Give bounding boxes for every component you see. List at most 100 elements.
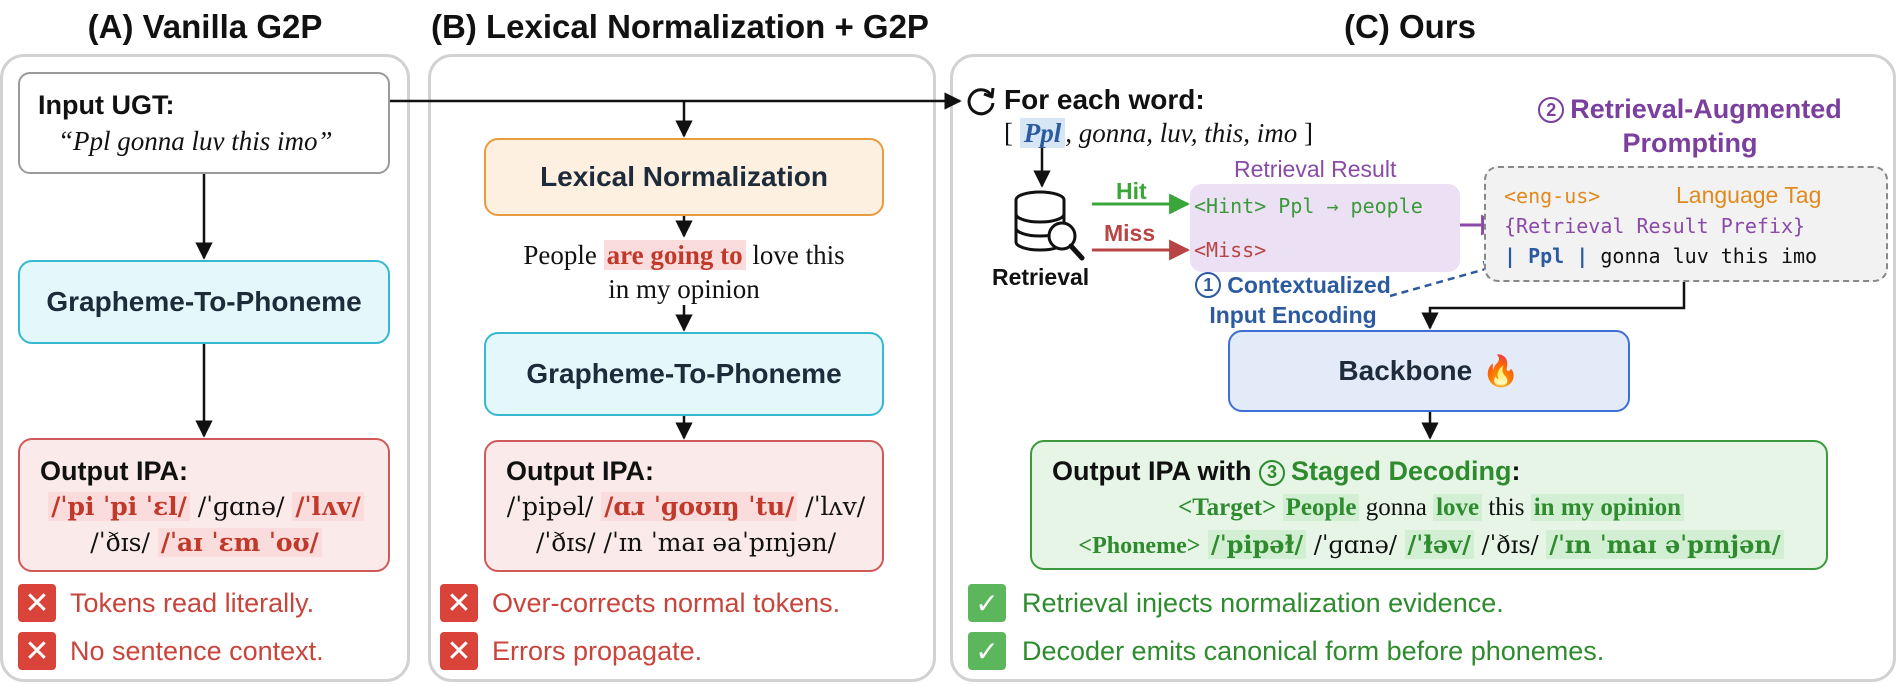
cross-icon: ✕ [440,632,478,670]
out-colon: : [1511,456,1521,486]
step-2-badge: 2 [1538,97,1565,123]
step-1-badge: 1 [1195,272,1222,298]
con-a-2: No sentence context. [70,636,324,666]
target-in-my-opinion: in my opinion [1530,494,1685,521]
input-rest: gonna luv this imo [1600,244,1818,268]
ipa-line2-a: /ˈðɪs/ /ˈaɪ ˈɛm ˈoʊ/ [20,528,392,557]
step-3-badge: 3 [1258,459,1285,486]
out-label-pre: Output IPA with [1052,456,1252,486]
ipa-line1-a: /ˈpi ˈpi ˈɛl/ /ˈɡɑnə/ /ˈlʌv/ [20,492,392,521]
g2p-box-b: Grapheme-To-Phoneme [484,332,884,416]
phoneme-gonna: /ˈɡɑnə/ [1313,531,1397,559]
prefix-line: {Retrieval Result Prefix} [1504,214,1806,238]
normalized-line2: in my opinion [608,274,760,304]
rap-title-1: Retrieval-Augmented [1570,94,1842,124]
cross-icon: ✕ [18,584,56,622]
backbone-box: Backbone 🔥 [1228,330,1630,412]
pro-c-2: Decoder emits canonical form before phon… [1022,636,1605,666]
target-this: this [1488,494,1525,521]
retrieval-result-title: Retrieval Result [1234,156,1397,182]
ipa-b-in-my-opinion: /ˈɪn ˈmaɪ əaˈpɪnjən/ [603,528,837,557]
normalized-text: People are going to love this in my opin… [448,238,920,306]
input-word: Ppl [1528,244,1565,268]
phoneme-this: /ˈðɪs/ [1481,531,1539,559]
input-ugt-box: Input UGT: “Ppl gonna luv this imo” [18,72,390,174]
input-ugt-label: Input UGT: [38,90,175,120]
hint-line: <Hint> Ppl → people [1194,194,1423,218]
ipa-a-luv: /ˈlʌv/ [292,492,364,521]
con-a-1: Tokens read literally. [70,588,315,618]
word-list-first: Ppl [1019,118,1066,148]
output-ipa-box-b: Output IPA: /ˈpipəl/ /ɑɹ ˈɡoʊɪŋ ˈtu/ /ˈl… [484,440,884,572]
panel-a [0,54,410,682]
ipa-a-gonna: /ˈɡɑnə/ [197,492,285,521]
cross-icon: ✕ [18,632,56,670]
ipa-b-are-going-to: /ɑɹ ˈɡoʊɪŋ ˈtu/ [601,492,798,521]
cie-2: Input Encoding [1209,302,1377,328]
norm-highlight: are going to [603,240,746,270]
phoneme-people: /ˈpipəɫ/ [1208,530,1307,559]
target-line: <Target> People gonna love this in my op… [1032,494,1830,522]
input-ugt-text: “Ppl gonna luv this imo” [58,126,333,156]
phoneme-line: <Phoneme> /ˈpipəɫ/ /ˈɡɑnə/ /ˈɫəv/ /ˈðɪs/… [1032,530,1830,560]
hit-label: Hit [1116,178,1147,204]
cie-1: Contextualized [1227,272,1391,298]
backbone-label: Backbone [1338,355,1473,386]
fire-icon: 🔥 [1482,354,1520,388]
check-icon: ✓ [968,632,1006,670]
output-ipa-box-a: Output IPA: /ˈpi ˈpi ˈɛl/ /ˈɡɑnə/ /ˈlʌv/… [18,438,390,572]
cross-icon: ✕ [440,584,478,622]
norm-pre: People [523,240,597,270]
retrieval-result-box: <Hint> Ppl → people <Miss> [1190,184,1460,272]
output-ipa-label-a: Output IPA: [40,456,188,486]
lexnorm-box: Lexical Normalization [484,138,884,216]
target-gonna: gonna [1365,494,1427,521]
title-c: (C) Ours [1344,8,1476,45]
database-search-icon [1014,190,1085,261]
ipa-line2-b: /ˈðɪs/ /ˈɪn ˈmaɪ əaˈpɪnjən/ [486,528,886,557]
panel-b [428,54,936,682]
target-love: love [1433,494,1483,521]
con-b-2: Errors propagate. [492,636,703,666]
phoneme-love: /ˈɫəv/ [1404,530,1474,559]
refresh-icon [967,87,995,116]
ipa-b-people: /ˈpipəl/ [506,492,594,521]
input-bar-right: | [1576,244,1589,268]
output-ipa-label-b: Output IPA: [506,456,654,486]
target-tag: <Target> [1177,494,1277,521]
ipa-a-this: /ˈðɪs/ [90,528,150,557]
input-bar-left: | [1504,244,1517,268]
word-list: [ Ppl, gonna, luv, this, imo ] [1004,118,1313,149]
for-each-word-label: For each word: [1004,84,1205,115]
check-icon: ✓ [968,584,1006,622]
word-list-open: [ [1004,118,1013,148]
word-list-close: ] [1304,118,1313,148]
prompt-box: <eng-us> Language Tag {Retrieval Result … [1484,166,1888,282]
ipa-a-ppl: /ˈpi ˈpi ˈɛl/ [48,492,190,521]
lang-tag-token: <eng-us> [1504,184,1601,208]
word-list-rest: , gonna, luv, this, imo [1065,118,1298,148]
norm-post: love this [752,240,845,270]
title-a: (A) Vanilla G2P [87,8,323,45]
miss-label: Miss [1104,220,1156,246]
normalized-line1: People are going to love this [448,238,920,272]
ipa-b-love: /ˈlʌv/ [805,492,866,521]
ipa-b-this: /ˈðɪs/ [535,528,596,557]
title-b: (B) Lexical Normalization + G2P [431,8,929,45]
ipa-a-imo: /ˈaɪ ˈɛm ˈoʊ/ [157,528,322,557]
miss-line: <Miss> [1194,238,1267,262]
lang-tag-label: Language Tag [1676,182,1822,208]
con-b-1: Over-corrects normal tokens. [492,588,841,618]
target-people: People [1282,494,1360,521]
pro-c-1: Retrieval injects normalization evidence… [1022,588,1504,618]
input-line: | Ppl | gonna luv this imo [1504,244,1817,268]
phoneme-in-my-opinion: /ˈɪn ˈmaɪ əˈpɪnjən/ [1546,530,1784,559]
ipa-line1-b: /ˈpipəl/ /ɑɹ ˈɡoʊɪŋ ˈtu/ /ˈlʌv/ [486,492,886,521]
panel-c [950,54,1896,682]
